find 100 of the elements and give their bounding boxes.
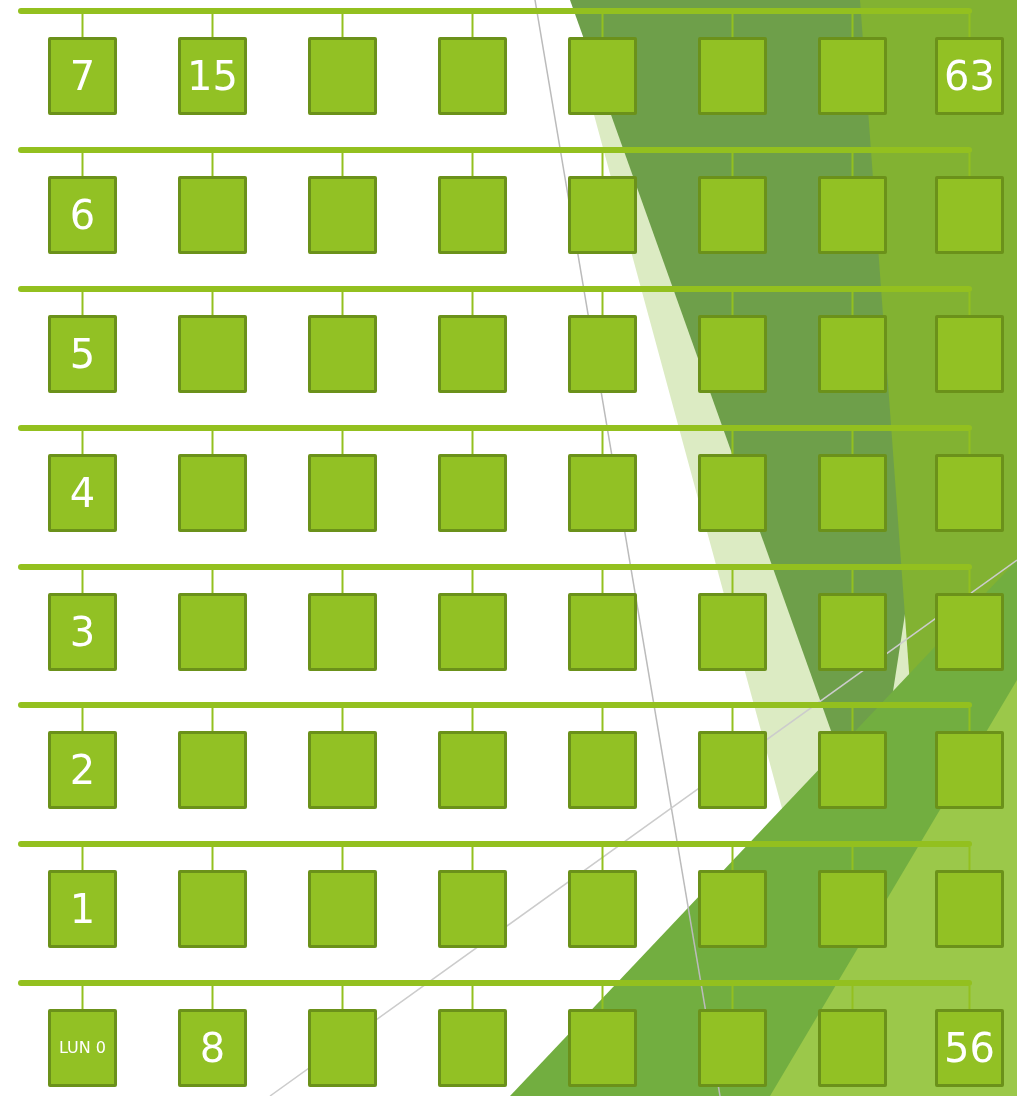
square-box bbox=[178, 731, 247, 809]
hanger-line bbox=[81, 13, 84, 38]
square-box bbox=[438, 870, 507, 948]
hanger-line bbox=[731, 985, 734, 1010]
square-box bbox=[818, 315, 887, 393]
hanger-line bbox=[81, 291, 84, 316]
square-box bbox=[178, 37, 247, 115]
hanger-line bbox=[341, 13, 344, 38]
hanger-line bbox=[81, 152, 84, 177]
box-label: 56 bbox=[944, 1028, 995, 1068]
square-box bbox=[698, 870, 767, 948]
square-box bbox=[178, 176, 247, 254]
hanging-rail bbox=[18, 425, 972, 431]
square-box bbox=[568, 731, 637, 809]
square-box bbox=[935, 315, 1004, 393]
square-box bbox=[308, 454, 377, 532]
square-box bbox=[698, 315, 767, 393]
square-box bbox=[698, 176, 767, 254]
hanging-rail bbox=[18, 841, 972, 847]
square-box bbox=[818, 870, 887, 948]
square-box bbox=[818, 731, 887, 809]
square-box bbox=[818, 454, 887, 532]
box-label: 6 bbox=[69, 195, 96, 235]
box-label: 2 bbox=[69, 750, 96, 790]
hanger-line bbox=[731, 13, 734, 38]
square-box bbox=[698, 593, 767, 671]
hanger-line bbox=[211, 985, 214, 1010]
hanger-line bbox=[601, 707, 604, 732]
square-box bbox=[935, 1009, 1004, 1087]
hanger-line bbox=[968, 985, 971, 1010]
hanger-line bbox=[601, 291, 604, 316]
hanger-line bbox=[471, 985, 474, 1010]
square-box bbox=[178, 315, 247, 393]
square-box bbox=[48, 315, 117, 393]
hanger-line bbox=[731, 152, 734, 177]
square-box bbox=[568, 1009, 637, 1087]
hanger-line bbox=[211, 846, 214, 871]
hanger-line bbox=[471, 569, 474, 594]
hanger-line bbox=[601, 13, 604, 38]
square-box bbox=[935, 731, 1004, 809]
square-box bbox=[48, 176, 117, 254]
square-box bbox=[48, 870, 117, 948]
square-box bbox=[308, 870, 377, 948]
square-box bbox=[178, 454, 247, 532]
box-label: 7 bbox=[69, 56, 96, 96]
box-label: 15 bbox=[187, 56, 238, 96]
hanging-rail bbox=[18, 564, 972, 570]
hanger-line bbox=[471, 152, 474, 177]
hanger-line bbox=[851, 707, 854, 732]
square-box bbox=[568, 593, 637, 671]
hanger-line bbox=[341, 430, 344, 455]
square-box bbox=[568, 454, 637, 532]
hanger-line bbox=[851, 13, 854, 38]
hanger-line bbox=[601, 985, 604, 1010]
hanger-line bbox=[341, 707, 344, 732]
square-box bbox=[48, 1009, 117, 1087]
square-box bbox=[935, 454, 1004, 532]
square-box bbox=[698, 454, 767, 532]
square-box bbox=[48, 37, 117, 115]
square-box bbox=[308, 1009, 377, 1087]
square-box bbox=[178, 1009, 247, 1087]
hanger-line bbox=[731, 430, 734, 455]
square-box bbox=[935, 593, 1004, 671]
square-box bbox=[818, 1009, 887, 1087]
hanger-line bbox=[211, 430, 214, 455]
hanger-line bbox=[851, 846, 854, 871]
hanger-line bbox=[731, 707, 734, 732]
square-box bbox=[935, 870, 1004, 948]
box-label: 63 bbox=[944, 56, 995, 96]
hanger-line bbox=[211, 569, 214, 594]
square-box bbox=[935, 37, 1004, 115]
box-label: 4 bbox=[69, 473, 96, 513]
square-box bbox=[698, 1009, 767, 1087]
hanger-line bbox=[211, 152, 214, 177]
hanger-line bbox=[731, 291, 734, 316]
hanger-line bbox=[211, 707, 214, 732]
square-box bbox=[48, 731, 117, 809]
square-box bbox=[568, 176, 637, 254]
square-box bbox=[568, 870, 637, 948]
hanger-line bbox=[341, 985, 344, 1010]
square-box bbox=[698, 731, 767, 809]
square-box bbox=[438, 1009, 507, 1087]
hanger-line bbox=[211, 13, 214, 38]
hanger-line bbox=[601, 152, 604, 177]
square-box bbox=[178, 593, 247, 671]
hanger-line bbox=[601, 430, 604, 455]
square-box bbox=[568, 37, 637, 115]
hanger-line bbox=[851, 430, 854, 455]
hanger-line bbox=[601, 569, 604, 594]
hanger-line bbox=[341, 569, 344, 594]
hanger-line bbox=[211, 291, 214, 316]
hanging-rail bbox=[18, 286, 972, 292]
square-box bbox=[438, 593, 507, 671]
hanger-line bbox=[341, 291, 344, 316]
hanger-line bbox=[81, 569, 84, 594]
square-box bbox=[308, 731, 377, 809]
hanger-line bbox=[471, 430, 474, 455]
box-label: 1 bbox=[69, 889, 96, 929]
hanger-line bbox=[731, 569, 734, 594]
hanging-rail bbox=[18, 147, 972, 153]
